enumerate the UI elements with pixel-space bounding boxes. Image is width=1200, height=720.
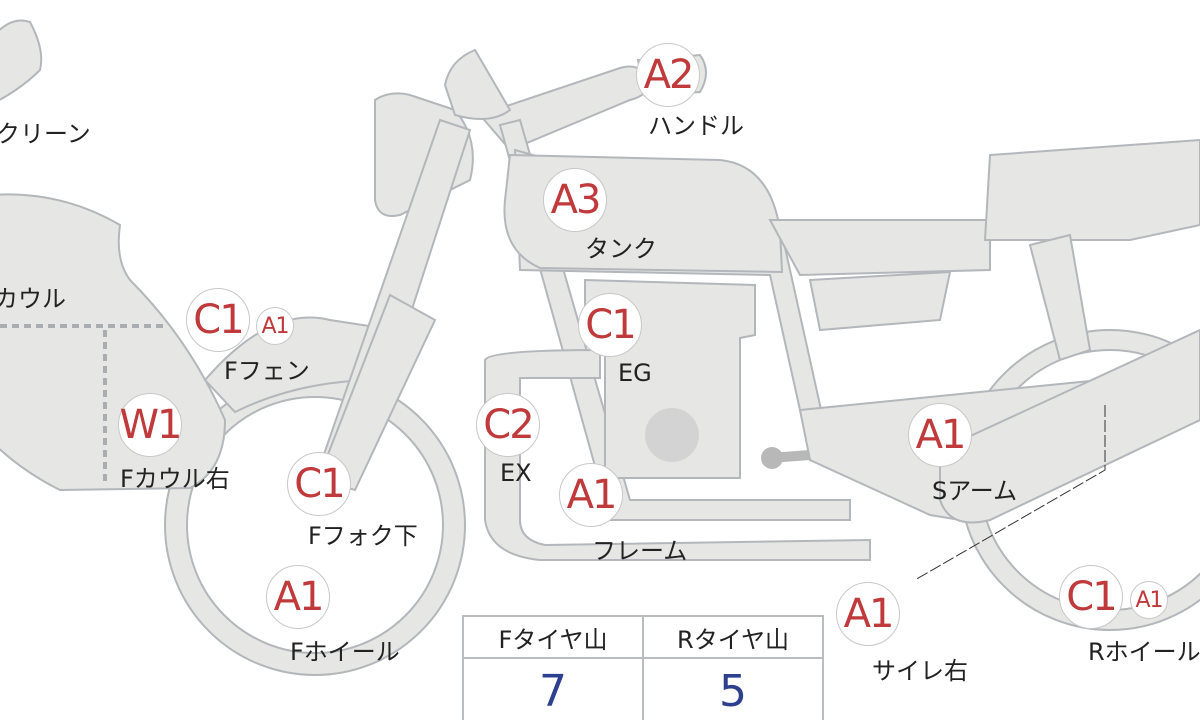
grade-marker: A1 — [266, 565, 330, 629]
silencer-shape — [939, 328, 1200, 524]
grade-marker-small: A1 — [256, 307, 294, 345]
part-label-frame: フレーム — [592, 537, 688, 565]
grade-marker-small: A1 — [1130, 581, 1168, 619]
part-label-cowl: カウル — [0, 285, 66, 313]
grade-marker: A3 — [543, 168, 607, 232]
part-label-r-wheel: Rホイール — [1088, 638, 1200, 666]
part-label-f-fork-lower: Fフォク下 — [308, 522, 418, 550]
front-tire-header: Fタイヤ山 — [462, 615, 644, 659]
grade-marker: W1 — [118, 393, 183, 457]
grade-marker: C1 — [578, 293, 642, 357]
grade-marker: C2 — [476, 393, 540, 457]
grade-marker: A2 — [636, 43, 700, 107]
part-label-screen: クリーン — [0, 120, 91, 148]
seat-shape — [983, 138, 1200, 241]
grade-marker: C1 — [186, 288, 250, 352]
grade-marker: C1 — [1059, 565, 1123, 629]
tire-tread-table: Fタイヤ山 Rタイヤ山 7 5 — [462, 615, 824, 720]
part-label-handle: ハンドル — [648, 112, 744, 140]
part-label-tank: タンク — [585, 235, 657, 263]
exhaust-shape — [484, 348, 871, 561]
grade-marker: A1 — [836, 582, 900, 646]
part-label-engine: EG — [618, 359, 652, 387]
part-label-f-wheel: Fホイール — [290, 638, 400, 666]
part-label-f-cowl-right: Fカウル右 — [120, 465, 230, 493]
part-label-silencer-right: サイレ右 — [872, 657, 968, 685]
grade-marker: A1 — [908, 403, 972, 467]
front-tire-value: 7 — [462, 657, 644, 720]
rear-tire-header: Rタイヤ山 — [642, 615, 824, 659]
rear-tire-value: 5 — [642, 657, 824, 720]
part-label-swing-arm: Sアーム — [932, 477, 1018, 505]
screen-shape — [0, 19, 43, 101]
grade-marker: C1 — [287, 452, 351, 516]
part-label-f-fender: Fフェン — [224, 357, 310, 385]
cowl-shape — [0, 193, 227, 492]
grade-marker: A1 — [559, 463, 623, 527]
part-label-exhaust: EX — [500, 459, 532, 487]
